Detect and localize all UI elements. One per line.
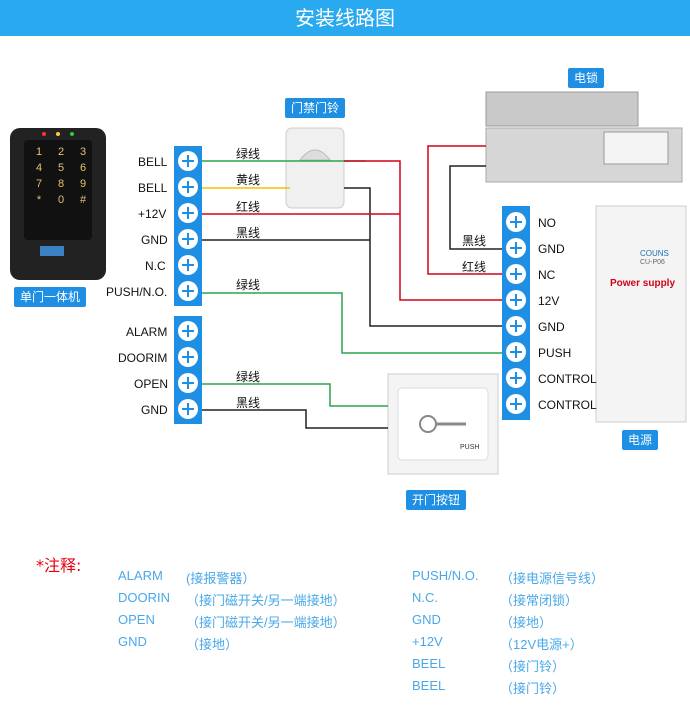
note-desc: （接地） [500,615,553,630]
power-supply-device [595,205,687,423]
power-title: Power supply [610,278,676,289]
note-desc: （接门磁开关/另一端接地） [186,593,346,608]
terminal-label-push-no: PUSH/N.O. [106,285,168,299]
terminal-screw [178,177,198,197]
terminal-screw [178,255,198,275]
terminal-screw [506,212,526,232]
left-terminal-block-bottom [174,316,202,424]
note-term: OPEN [118,612,155,627]
terminal-label-alarm: ALARM [126,325,168,339]
key-0: 0 [57,194,65,206]
note-desc: （接门铃） [500,681,566,696]
wire-label-12v: 红线 [236,200,261,214]
note-desc: （接门磁开关/另一端接地） [186,615,346,630]
wire-label-lock-black: 黑线 [462,234,487,248]
wire-label-gnd2: 黑线 [236,396,261,410]
note-desc: （接地） [186,637,239,652]
electric-lock-device [485,91,683,183]
terminal-screw [178,151,198,171]
key-9: 9 [79,178,87,190]
key-6: 6 [79,162,87,174]
note-term: N.C. [412,590,438,605]
note-term: +12V [412,634,443,649]
terminal-label-open: OPEN [134,377,169,391]
terminal-screw [178,203,198,223]
psu-label-12v: 12V [538,294,560,308]
doorbell-device [285,127,345,209]
terminal-label-nc: N.C [145,259,166,273]
wire-label-bell2: 黄线 [236,173,261,187]
wire-label-gnd: 黑线 [236,226,261,240]
terminal-screw [178,347,198,367]
psu-label-gnd: GND [538,242,565,256]
exit-button-label: 开门按钮 [406,490,467,510]
psu-label-control-2: CONTROL [538,398,597,412]
terminal-screw [506,342,526,362]
key-hash: # [79,194,87,206]
terminal-screw [506,290,526,310]
psu-label-no: NO [538,216,556,230]
key-5: 5 [57,162,65,174]
terminal-label-bell-2: BELL [138,181,168,195]
terminal-screw [506,238,526,258]
terminal-screw [178,321,198,341]
psu-label-gnd-2: GND [538,320,565,334]
note-desc: (接报警器） [186,571,256,586]
doorbell-label: 门禁门铃 [285,98,346,118]
terminal-screw [178,399,198,419]
terminal-label-12v: +12V [138,207,167,221]
note-desc: （接电源信号线） [500,571,605,586]
note-desc: （12V电源+） [500,637,583,652]
terminal-label-bell-1: BELL [138,155,168,169]
note-desc: （接常闭锁） [500,593,579,608]
note-term: BEEL [412,678,446,693]
terminal-label-gnd-2: GND [141,403,168,417]
left-terminal-block-top [174,146,202,306]
key-7: 7 [35,178,43,190]
terminal-screw [506,368,526,388]
wire-label-push: 绿线 [236,278,261,292]
wire-label-bell1: 绿线 [236,147,261,161]
keypad-keys: 1 2 3 4 5 6 7 8 9 * 0 # [30,146,90,206]
note-term: GND [412,612,441,627]
key-2: 2 [57,146,65,158]
terminal-screw [178,373,198,393]
terminal-screw [178,229,198,249]
key-3: 3 [79,146,87,158]
terminal-screw [506,264,526,284]
exit-button-text: PUSH [460,444,480,451]
key-4: 4 [35,162,43,174]
note-term: BEEL [412,656,446,671]
wire-label-lock-red: 红线 [462,260,487,274]
note-desc: （接门铃） [500,659,566,674]
terminal-screw [506,316,526,336]
key-1: 1 [35,146,43,158]
terminal-label-doorim: DOORIM [118,351,168,365]
exit-button-device [387,373,499,475]
psu-label-control-1: CONTROL [538,372,597,386]
note-term: GND [118,634,147,649]
power-brand: COUNS [640,249,669,258]
note-term: DOORIN [118,590,170,605]
notes-title: *注释: [36,556,82,575]
terminal-screw [178,281,198,301]
keypad-device [10,128,106,280]
lock-label: 电锁 [568,68,605,88]
page-title: 安装线路图 [0,0,690,36]
power-model: CU-P06 [640,259,665,266]
key-star: * [36,194,42,206]
key-8: 8 [57,178,65,190]
terminal-screw [506,394,526,414]
psu-label-nc: NC [538,268,556,282]
terminal-label-gnd: GND [141,233,168,247]
wire-label-open: 绿线 [236,370,261,384]
note-term: ALARM [118,568,163,583]
note-term: PUSH/N.O. [412,568,479,583]
right-terminal-block [502,206,530,420]
psu-label-push: PUSH [538,346,572,360]
power-label: 电源 [622,430,659,450]
keypad-label: 单门一体机 [14,287,87,307]
